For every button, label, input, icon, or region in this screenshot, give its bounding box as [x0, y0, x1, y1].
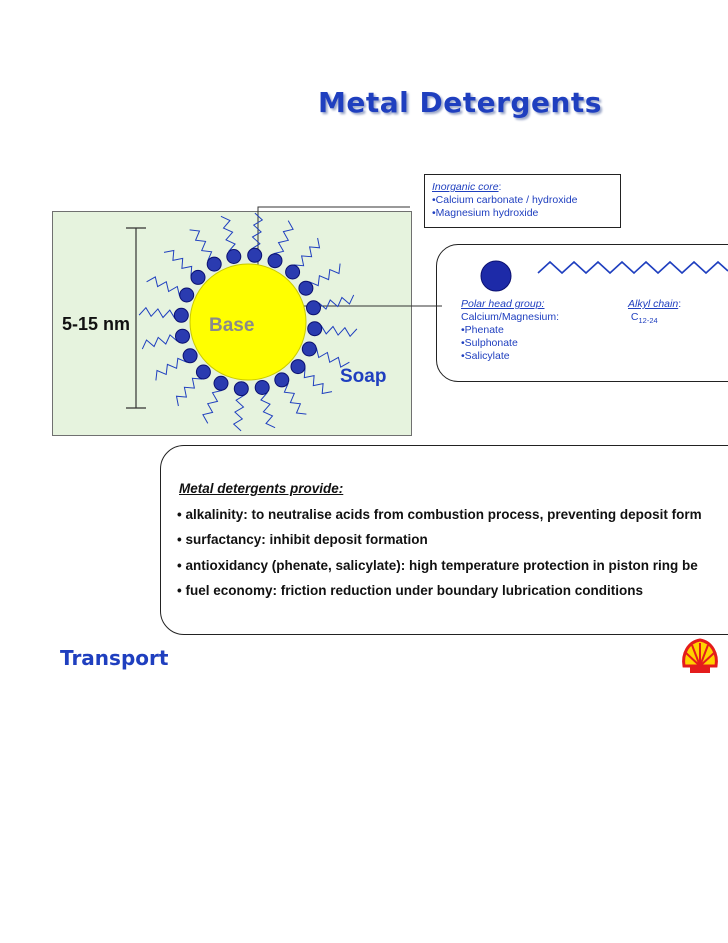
surfactant-head: [285, 264, 301, 280]
surfactant-tail: [318, 294, 355, 310]
alkyl-chain-colon: :: [678, 298, 682, 310]
surfactant-tail: [273, 220, 294, 255]
surfactant-tail: [303, 367, 333, 395]
alkyl-chain-icon: [537, 260, 728, 275]
surfactant-head: [301, 341, 317, 357]
surfactant-head: [173, 307, 189, 323]
alkyl-chain-formula: C: [630, 311, 639, 323]
surfactant-tail: [163, 249, 193, 277]
provides-item: • antioxidancy (phenate, salicylate): hi…: [177, 558, 698, 573]
surfactant-head: [274, 372, 290, 388]
surfactant-tail: [293, 237, 321, 267]
provides-item: • fuel economy: friction reduction under…: [177, 583, 643, 598]
polar-head-line: •Phenate: [461, 324, 504, 336]
provides-panel: [160, 445, 728, 635]
surfactant-head: [298, 280, 314, 296]
surfactant-head: [179, 287, 195, 303]
soap-label: Soap: [340, 366, 387, 387]
alkyl-chain-subscript: 12-24: [638, 316, 658, 326]
surfactant-tail: [175, 377, 203, 407]
core-connector-line: [257, 206, 410, 268]
surfactant-head: [182, 348, 198, 364]
polar-head-line: Calcium/Magnesium:: [461, 311, 560, 323]
surfactant-head: [307, 321, 323, 337]
transport-brand: Transport: [60, 646, 169, 670]
provides-heading: Metal detergents provide:: [179, 481, 344, 496]
size-label: 5-15 nm: [62, 314, 131, 334]
surfactant-tail: [155, 357, 188, 381]
surfactant-head: [213, 375, 229, 391]
provides-item: • surfactancy: inhibit deposit formation: [177, 532, 428, 547]
surfactant-tail: [138, 306, 176, 319]
surfactant-head: [267, 253, 283, 269]
surfactant-tail: [202, 389, 223, 424]
surfactant-head: [226, 249, 242, 264]
provides-item: • alkalinity: to neutralise acids from c…: [177, 507, 702, 522]
surfactant-head: [190, 269, 206, 285]
surfactant-head: [254, 380, 270, 395]
surfactant-head: [175, 328, 190, 344]
surfactant-tail: [141, 334, 178, 350]
polar-head-line: •Salicylate: [461, 350, 510, 362]
surfactant-tail: [283, 382, 307, 415]
surfactant-tail: [251, 212, 264, 250]
surfactant-head: [206, 256, 222, 272]
surfactant-tail: [320, 325, 358, 338]
surfactant-head: [306, 300, 321, 316]
base-label: Base: [209, 315, 255, 336]
surfactant-head: [247, 247, 263, 263]
inorganic-core-callout: Inorganic core: •Calcium carbonate / hyd…: [424, 174, 621, 228]
polar-head-group-text: Polar head group: Calcium/Magnesium: •Ph…: [461, 298, 559, 363]
surfactant-tail: [220, 215, 236, 252]
polar-head-heading: Polar head group:: [461, 298, 545, 310]
surfactant-tail: [260, 392, 276, 429]
surfactant-tail: [189, 229, 213, 262]
alkyl-chain-text: Alkyl chain: C12-24: [628, 298, 681, 327]
surfactant-head: [290, 359, 306, 375]
size-dimension-bracket: [126, 227, 146, 409]
surfactant-tail: [146, 276, 181, 297]
micelle: [138, 212, 358, 432]
polar-head-line: •Sulphonate: [461, 337, 518, 349]
surfactant-tail: [308, 263, 341, 287]
inorganic-core-heading: Inorganic core: [432, 181, 499, 193]
inorganic-core-colon: :: [498, 181, 502, 193]
page-title: Metal Detergents: [318, 86, 602, 119]
surfactant-tail: [315, 347, 350, 368]
alkyl-chain-heading: Alkyl chain: [628, 298, 679, 310]
surfactant-head: [195, 364, 211, 380]
inorganic-core-item: •Calcium carbonate / hydroxide: [432, 194, 578, 206]
shell-logo: [682, 638, 718, 673]
surfactant-head: [233, 381, 249, 397]
polar-head-icon: [480, 260, 512, 292]
surfactant-tail: [232, 394, 245, 432]
base-core: [189, 263, 307, 381]
inorganic-core-item: •Magnesium hydroxide: [432, 207, 539, 219]
